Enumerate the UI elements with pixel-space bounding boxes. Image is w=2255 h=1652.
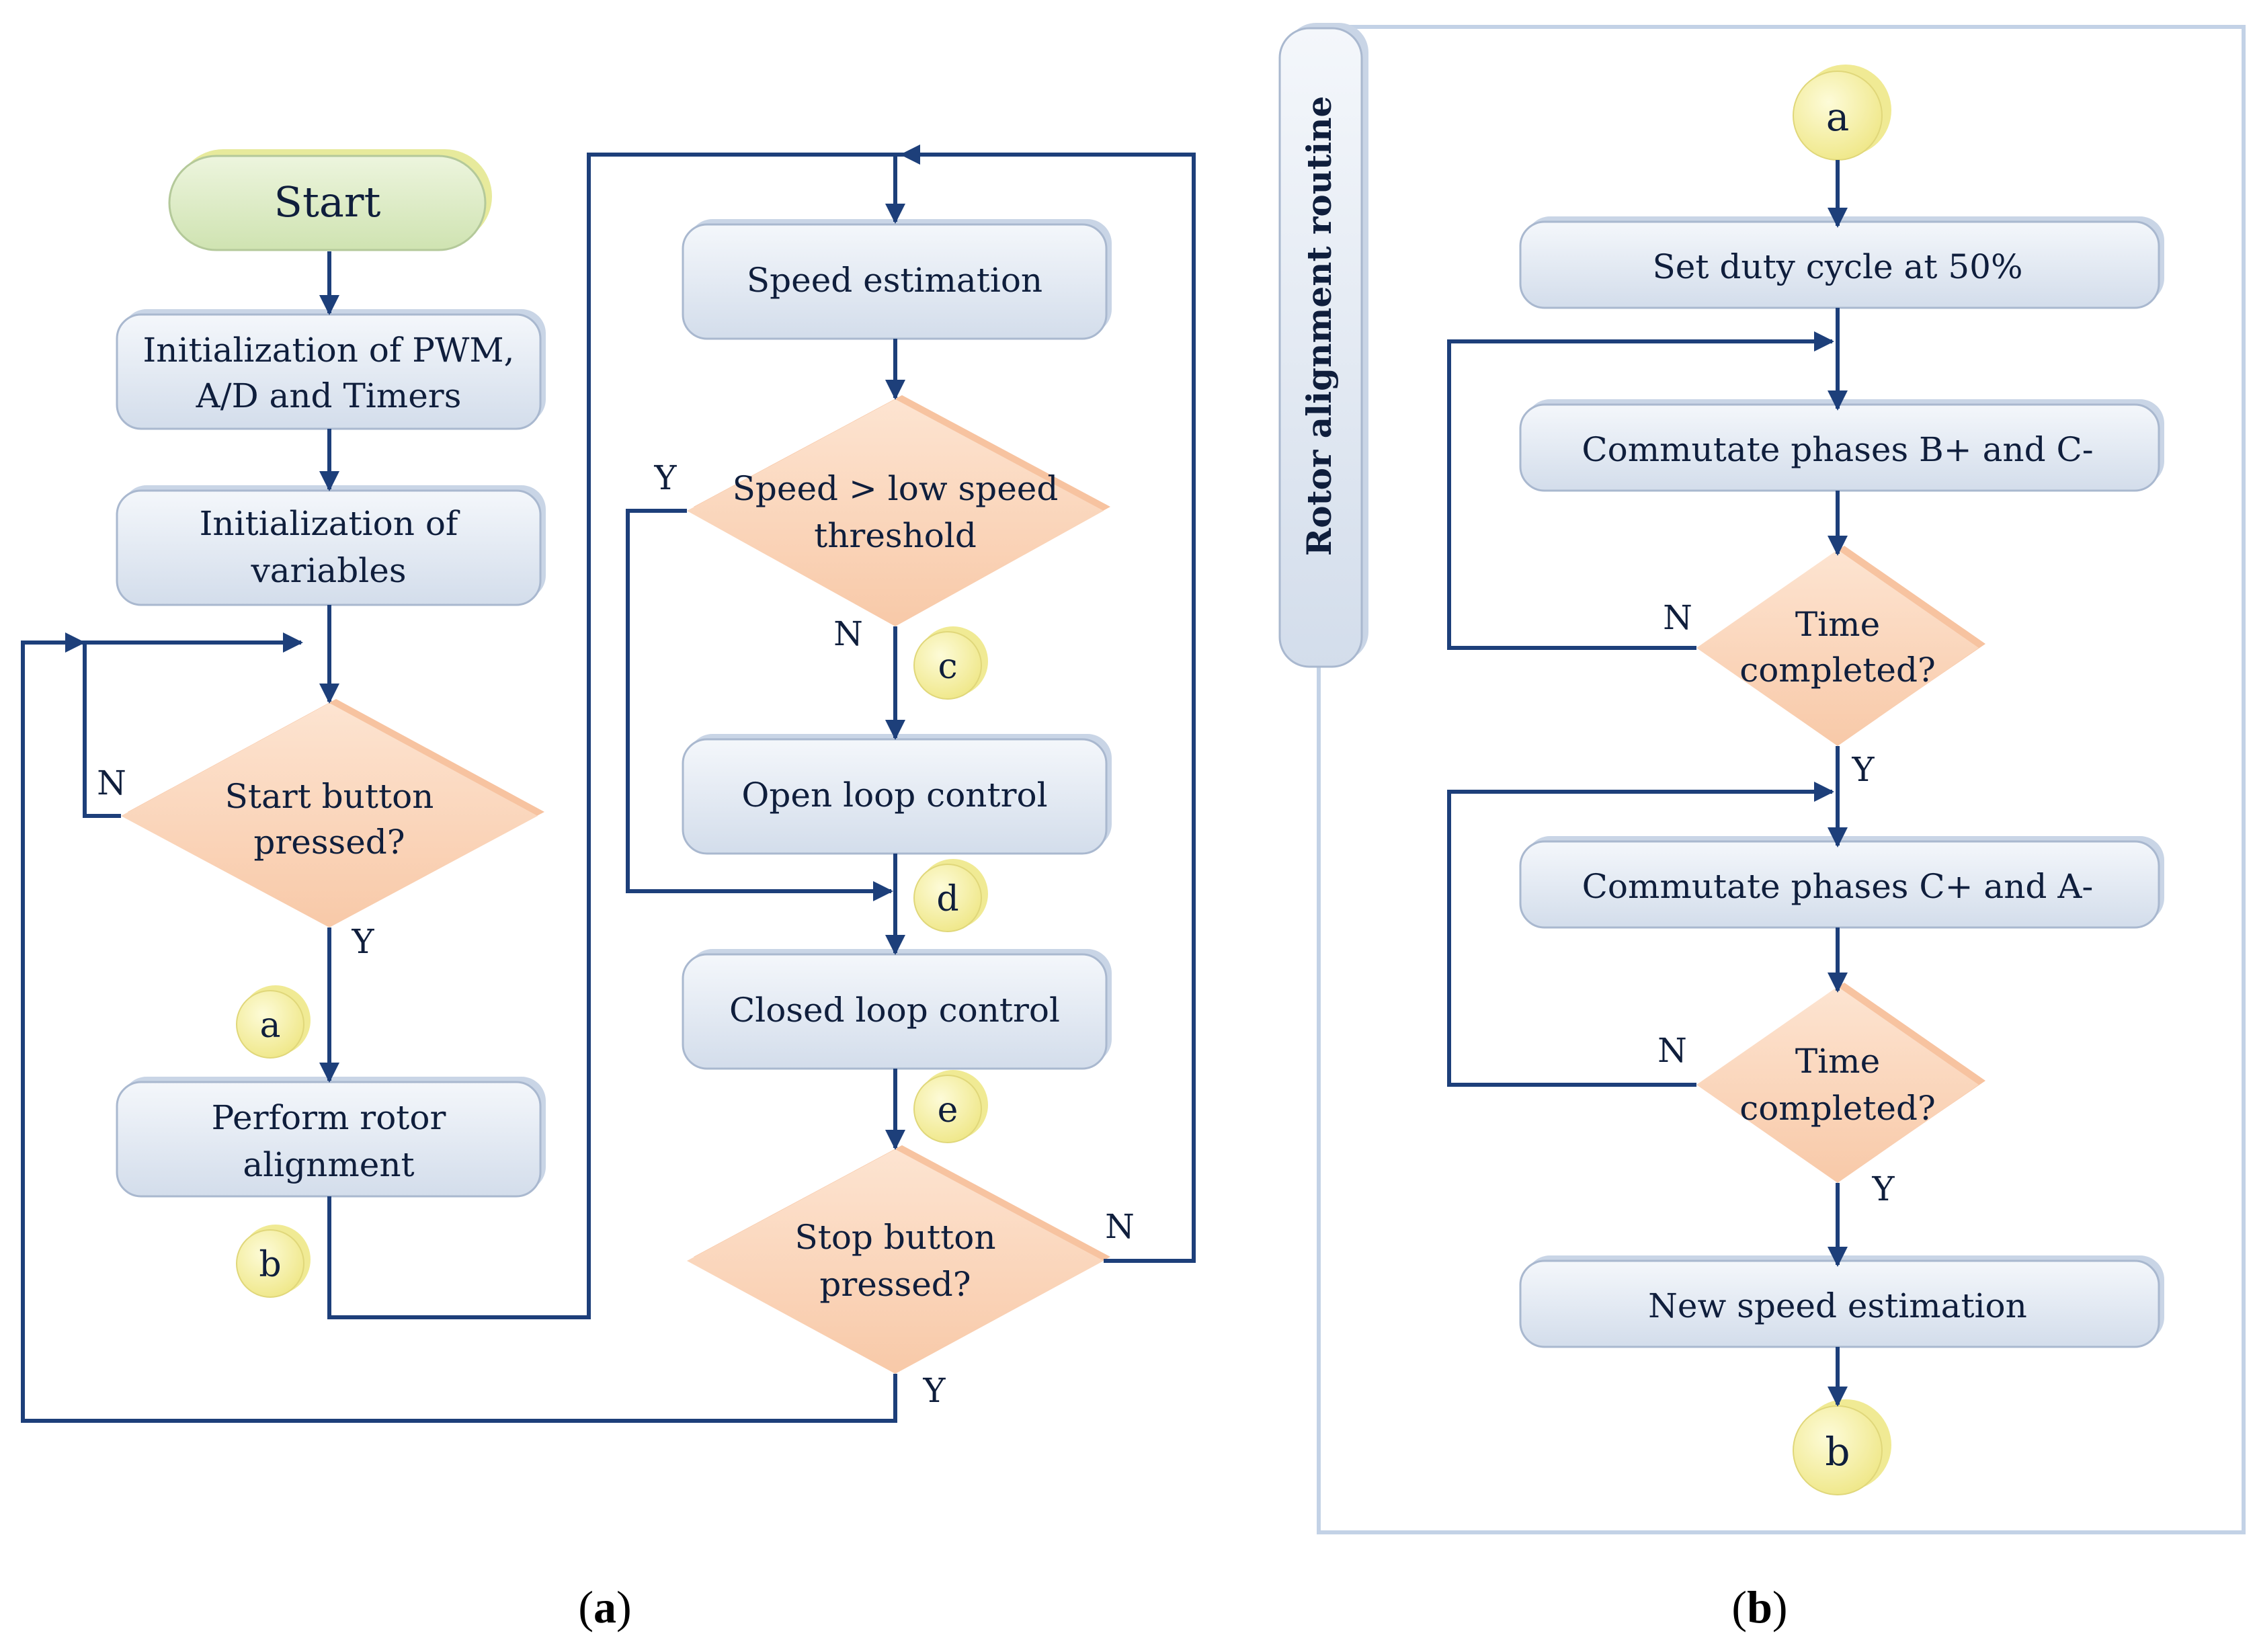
- start-btn-line1: Start button: [225, 777, 434, 816]
- connector-b-right-label: b: [1825, 1429, 1850, 1475]
- time1-no-label: N: [1663, 598, 1692, 637]
- commute-ca-box: Commutate phases C+ and A-: [1519, 836, 2164, 929]
- time1-line1: Time: [1795, 605, 1880, 644]
- closed-loop-box: Closed loop control: [682, 949, 1112, 1070]
- commute-bc-box: Commutate phases B+ and C-: [1519, 399, 2164, 492]
- speed-check-line1: Speed > low speed: [733, 469, 1059, 508]
- start-btn-line2: pressed?: [253, 823, 405, 862]
- caption-a-letter: a: [593, 1581, 616, 1633]
- connector-b-label: b: [259, 1245, 281, 1285]
- stop-button-decision: Stop button pressed?: [687, 1145, 1110, 1374]
- caption-b-open: (: [1731, 1581, 1747, 1633]
- speed-threshold-decision: Speed > low speed threshold: [687, 395, 1110, 626]
- connector-e: e: [913, 1070, 988, 1143]
- init-vars-box: Initialization of variables: [116, 485, 546, 606]
- routine-title-tab: Rotor alignment routine: [1278, 23, 1368, 668]
- start-terminal: Start: [168, 149, 492, 251]
- start-no-label: N: [97, 763, 126, 802]
- start-yes-label: Y: [351, 922, 374, 961]
- caption-b: (b): [1731, 1581, 1787, 1633]
- open-loop-label: Open loop control: [741, 776, 1047, 815]
- set-duty-label: Set duty cycle at 50%: [1653, 247, 2023, 286]
- commute-ca-label: Commutate phases C+ and A-: [1582, 867, 2094, 906]
- svg-text:(b): (b): [1731, 1581, 1787, 1633]
- stop-btn-line1: Stop button: [794, 1218, 995, 1257]
- connector-d: d: [913, 859, 988, 932]
- init-vars-line1: Initialization of: [200, 504, 460, 543]
- caption-a: (a): [578, 1581, 631, 1633]
- panel-a-flow-lines: [21, 144, 1196, 1423]
- speed-yes-label: Y: [653, 458, 677, 497]
- rotor-align-box: Perform rotor alignment: [116, 1077, 546, 1198]
- panel-a: Start Initialization of PWM, A/D and Tim…: [21, 144, 1196, 1633]
- init-pwm-line2: A/D and Timers: [196, 376, 462, 415]
- time-decision-2: Time completed?: [1696, 983, 1985, 1183]
- caption-b-close: ): [1772, 1581, 1788, 1633]
- panel-b: Rotor alignment routine a Set duty cycle…: [1278, 23, 2246, 1633]
- connector-a-label: a: [259, 1005, 280, 1046]
- time1-line2: completed?: [1739, 651, 1936, 690]
- open-loop-box: Open loop control: [682, 734, 1112, 855]
- new-speed-box: New speed estimation: [1519, 1255, 2164, 1348]
- speed-check-line2: threshold: [814, 516, 977, 555]
- time-decision-1: Time completed?: [1696, 546, 1985, 746]
- stop-yes-label: Y: [922, 1371, 946, 1410]
- commute-bc-label: Commutate phases B+ and C-: [1582, 430, 2093, 469]
- time2-no-label: N: [1657, 1031, 1687, 1070]
- connector-b-right: b: [1793, 1399, 1891, 1495]
- connector-a-right-label: a: [1826, 94, 1850, 140]
- connector-e-label: e: [938, 1090, 958, 1130]
- stop-no-label: N: [1105, 1207, 1135, 1246]
- caption-b-letter: b: [1747, 1581, 1772, 1633]
- init-vars-line2: variables: [250, 551, 406, 590]
- connector-c-label: c: [938, 647, 957, 687]
- panel-b-flow-lines: [1447, 160, 1848, 1407]
- connector-b-left: b: [236, 1225, 311, 1298]
- connector-a-left: a: [236, 985, 311, 1059]
- connector-d-label: d: [936, 879, 958, 919]
- time2-line1: Time: [1795, 1042, 1880, 1081]
- routine-frame: [1317, 25, 2246, 1534]
- speed-estimation-label: Speed estimation: [747, 261, 1042, 300]
- speed-estimation-box: Speed estimation: [682, 219, 1112, 340]
- start-button-decision: Start button pressed?: [121, 699, 544, 927]
- new-speed-label: New speed estimation: [1648, 1286, 2027, 1325]
- init-pwm-line1: Initialization of PWM,: [143, 331, 515, 370]
- closed-loop-label: Closed loop control: [729, 991, 1060, 1030]
- start-label: Start: [274, 177, 381, 226]
- time2-line2: completed?: [1739, 1089, 1936, 1128]
- stop-btn-line2: pressed?: [819, 1265, 971, 1304]
- rotor-align-line1: Perform rotor: [212, 1098, 446, 1137]
- connector-a-right: a: [1793, 65, 1891, 161]
- time1-yes-label: Y: [1851, 750, 1875, 789]
- routine-title: Rotor alignment routine: [1299, 96, 1339, 556]
- set-duty-box: Set duty cycle at 50%: [1519, 216, 2164, 309]
- init-pwm-box: Initialization of PWM, A/D and Timers: [116, 309, 546, 430]
- caption-a-close: ): [616, 1581, 632, 1633]
- time2-yes-label: Y: [1871, 1169, 1895, 1208]
- caption-a-open: (: [578, 1581, 593, 1633]
- connector-c: c: [913, 626, 988, 700]
- speed-no-label: N: [833, 614, 863, 653]
- rotor-align-line2: alignment: [243, 1145, 414, 1184]
- svg-text:(a): (a): [578, 1581, 631, 1633]
